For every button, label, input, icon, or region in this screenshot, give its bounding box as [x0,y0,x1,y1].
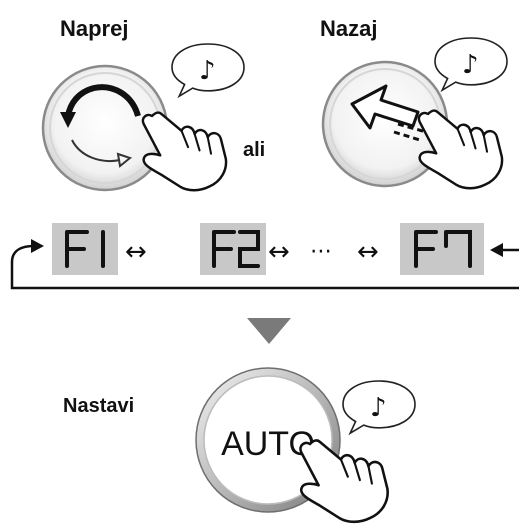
swipe-left-arrow-icon [350,84,427,142]
or-label: ali [243,139,265,161]
double-arrow: ↔ [125,237,147,267]
back-label: Nazaj [320,16,377,41]
double-arrow: ↔ [268,237,290,267]
sound-note: ♪ [370,393,387,423]
sound-note: ♪ [462,50,479,80]
double-arrow: ↔ [357,237,379,267]
display-item-f7: F7 [0,0,2,1]
rotate-arrow-icon [60,84,141,168]
loop-arrow-icon [10,244,519,290]
display-sequence: F1 ↔ F2 ↔ ⋯ ↔ F7 [0,0,519,290]
display-item-f2: F2 [0,0,2,1]
back-button[interactable] [321,60,449,188]
auto-button-label: AUTO [221,425,315,463]
sound-note: ♪ [199,56,216,86]
forward-label: Naprej [60,16,128,41]
segment-f2 [212,230,260,268]
segment-f7 [414,230,472,268]
segment-f1 [65,230,105,268]
display-item-f1: F1 [0,0,2,1]
auto-button[interactable]: AUTO [195,367,341,513]
ellipsis: ⋯ [310,239,332,264]
set-label: Nastavi [63,395,134,417]
down-triangle-icon [247,318,291,344]
